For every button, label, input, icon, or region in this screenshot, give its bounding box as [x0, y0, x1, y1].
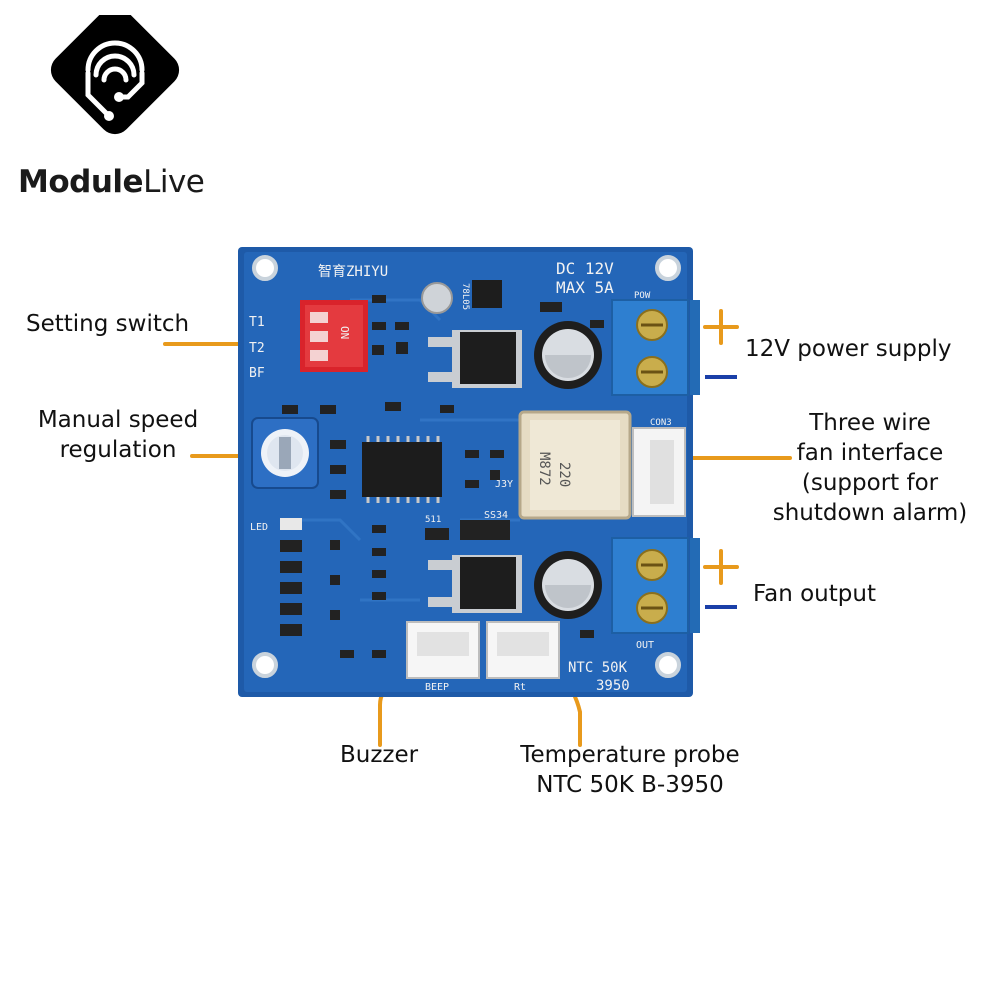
- callout-temp-probe: Temperature probe NTC 50K B-3950: [500, 740, 760, 800]
- silk-title: 智育ZHIYU: [318, 264, 388, 280]
- silk-pow: POW: [634, 291, 651, 301]
- callout-manual-speed-line1: Manual speed: [37, 407, 199, 433]
- capacitor-bottom: [534, 551, 602, 619]
- silk-511: 511: [425, 515, 441, 525]
- pcb-board: 智育ZHIYU DC 12V MAX 5A POW CON3 OUT BEEP …: [238, 247, 700, 697]
- silk-con3: CON3: [650, 418, 672, 428]
- voltage-regulator: [472, 280, 502, 308]
- terminal-out: [611, 537, 700, 634]
- silk-j3y: J3Y: [495, 479, 513, 490]
- terminal-pow: [611, 299, 700, 396]
- callout-power-supply: 12V power supply: [745, 336, 952, 362]
- mount-hole: [655, 255, 681, 281]
- brand-name-bold: Module: [18, 164, 144, 200]
- silk-t1: T1: [249, 315, 265, 330]
- brand-name-light: Live: [143, 164, 205, 200]
- callout-manual-speed: Manual speed regulation: [28, 405, 208, 465]
- silk-inductor-top: 220: [556, 462, 572, 487]
- silk-ntc: NTC 50K: [568, 660, 628, 676]
- silk-bf: BF: [249, 366, 265, 381]
- ic-chip: [362, 442, 442, 497]
- callout-temp-probe-line1: Temperature probe: [520, 742, 740, 768]
- silk-rating-2: MAX 5A: [556, 278, 614, 297]
- silk-led: LED: [250, 522, 268, 533]
- mosfet-bottom: [428, 555, 522, 613]
- silk-inductor-bottom: M872: [536, 452, 552, 486]
- callout-buzzer: Buzzer: [340, 742, 419, 768]
- callout-fan-interface-line2: fan interface: [796, 440, 944, 466]
- silk-rating-1: DC 12V: [556, 259, 614, 278]
- brand-name: ModuleLive: [18, 164, 205, 200]
- silk-reg: 78L05: [460, 283, 470, 310]
- mount-hole: [655, 652, 681, 678]
- callout-fan-output: Fan output: [753, 581, 876, 607]
- modulelive-logo: [50, 15, 180, 135]
- dip-switch-toggle: [310, 331, 328, 342]
- mount-hole: [252, 255, 278, 281]
- silk-t2: T2: [249, 341, 265, 356]
- callout-temp-probe-line2: NTC 50K B-3950: [536, 772, 724, 798]
- callout-fan-interface-line1: Three wire: [809, 410, 931, 436]
- callout-manual-speed-line2: regulation: [59, 437, 177, 463]
- small-capacitor: [421, 282, 453, 314]
- callout-fan-interface-line4: shutdown alarm): [772, 500, 968, 526]
- callout-fan-interface: Three wire fan interface (support for sh…: [765, 408, 975, 528]
- mosfet-top: [428, 330, 522, 388]
- silk-beep: BEEP: [425, 682, 449, 693]
- silk-ss34: SS34: [484, 510, 508, 521]
- silk-3950: 3950: [596, 678, 630, 694]
- silk-sw-on: ON: [338, 326, 351, 339]
- callout-setting-switch: Setting switch: [26, 311, 190, 337]
- dip-switch-toggle: [310, 312, 328, 323]
- dip-switch-toggle: [310, 350, 328, 361]
- silk-out: OUT: [636, 640, 654, 651]
- capacitor-top: [534, 321, 602, 389]
- silk-rt: Rt: [514, 682, 526, 693]
- mount-hole: [252, 652, 278, 678]
- callout-fan-interface-line3: (support for: [801, 470, 939, 496]
